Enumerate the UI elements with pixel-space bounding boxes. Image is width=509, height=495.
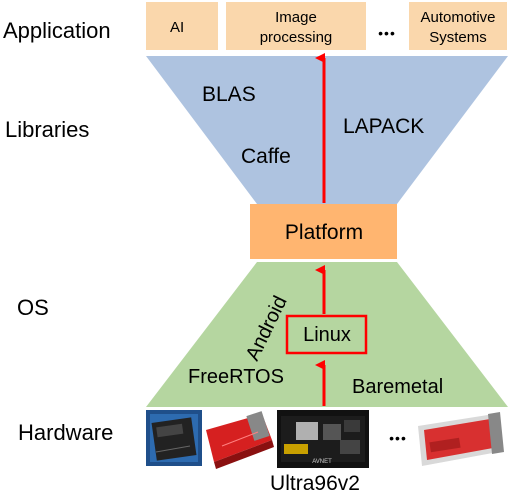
library-caffe: Caffe xyxy=(241,145,291,168)
os-linux: Linux xyxy=(303,324,351,346)
linux-highlight-box xyxy=(285,314,368,355)
library-blas: BLAS xyxy=(202,83,256,106)
app-box-automotive-line2: Systems xyxy=(429,29,487,46)
app-ellipsis: ••• xyxy=(378,25,396,41)
os-trapezoid xyxy=(146,262,508,407)
app-box-image-processing: Image processing xyxy=(226,2,366,50)
hardware-ultra96v2-board-image: AVNET xyxy=(277,410,369,468)
library-lapack: LAPACK xyxy=(343,115,424,138)
os-baremetal: Baremetal xyxy=(352,376,443,398)
os-freertos: FreeRTOS xyxy=(188,366,284,388)
hardware-zynq-chip-image xyxy=(146,410,202,466)
hardware-red-accelerator-card-image xyxy=(206,411,274,469)
hardware-caption-ultra96v2: Ultra96v2 xyxy=(270,472,360,495)
platform-box xyxy=(250,204,397,259)
platform-label: Platform xyxy=(285,221,363,244)
app-box-ai: AI xyxy=(146,2,218,50)
hardware-board-brand: AVNET xyxy=(312,459,332,465)
layer-label-application: Application xyxy=(3,18,111,43)
app-box-automotive-systems: Automotive Systems xyxy=(409,2,507,50)
layer-label-os: OS xyxy=(17,295,49,320)
app-box-image-processing-line2: processing xyxy=(260,29,333,46)
app-box-automotive-line1: Automotive xyxy=(420,9,495,26)
layer-label-hardware: Hardware xyxy=(18,420,113,445)
layer-label-libraries: Libraries xyxy=(5,117,89,142)
hardware-alveo-card-image xyxy=(418,412,504,466)
libraries-trapezoid xyxy=(146,56,508,204)
app-box-image-processing-line1: Image xyxy=(275,9,317,26)
hardware-ellipsis: ••• xyxy=(389,430,407,446)
app-box-ai-label: AI xyxy=(170,19,184,36)
